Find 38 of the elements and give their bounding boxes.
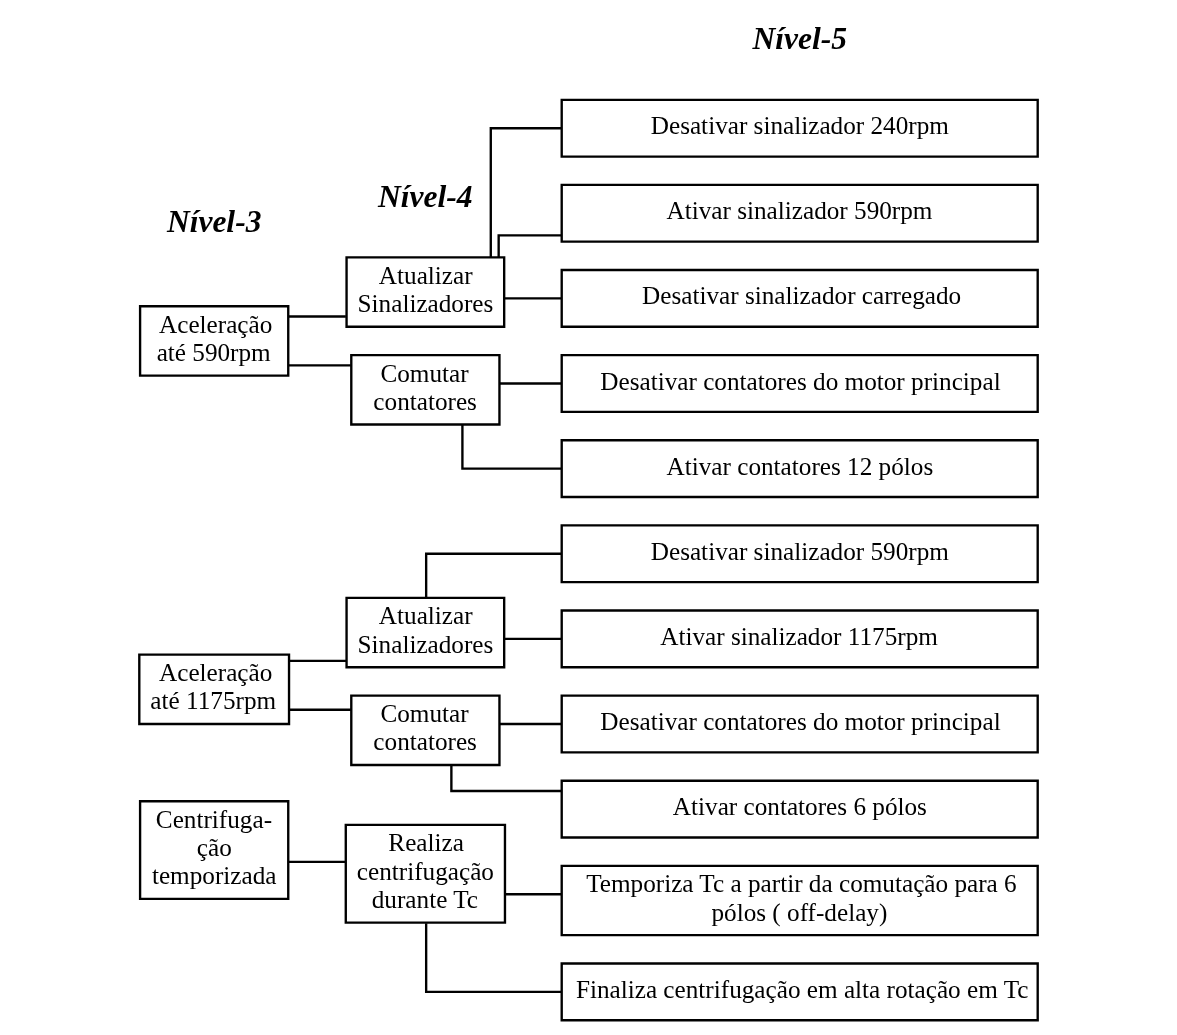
- node-box: Finaliza centrifugação em alta rotação em Tc: [560, 962, 1039, 1022]
- node-box: Centrifuga- ção temporizada: [138, 800, 290, 901]
- connector: [288, 315, 346, 318]
- node-box: Temporiza Tc a partir da comutação para 6 pólos ( off-delay): [560, 864, 1039, 937]
- node-box: Comutar contatores: [350, 354, 501, 426]
- connector: [450, 765, 562, 793]
- connector: [289, 659, 347, 663]
- connector: [425, 552, 562, 598]
- connector: [461, 424, 562, 470]
- connector: [504, 637, 562, 641]
- connector: [499, 722, 562, 726]
- node-box: Realiza centrifugação durante Tc: [344, 823, 507, 924]
- node-box: Aceleração até 1175rpm: [138, 653, 291, 726]
- connector: [289, 708, 352, 711]
- node-box: Aceleração até 590rpm: [138, 305, 290, 377]
- label: Nível-4: [378, 179, 473, 214]
- node-box: Atualizar Sinalizadores: [345, 256, 506, 328]
- connector: [497, 234, 562, 258]
- node-box: Ativar sinalizador 590rpm: [560, 183, 1039, 243]
- label: Nível-5: [752, 21, 847, 57]
- connector: [504, 297, 562, 300]
- connector: [288, 364, 351, 367]
- connector: [288, 860, 346, 864]
- node-box: Atualizar Sinalizadores: [345, 596, 506, 669]
- connector: [499, 382, 562, 385]
- node-box: Desativar contatores do motor principal: [560, 694, 1039, 754]
- connector: [505, 893, 562, 896]
- node-box: Comutar contatores: [350, 694, 501, 767]
- node-box: Desativar contatores do motor principal: [560, 354, 1039, 414]
- connector: [489, 127, 562, 258]
- node-box: Desativar sinalizador carregado: [560, 268, 1039, 328]
- node-box: Desativar sinalizador 590rpm: [560, 524, 1039, 584]
- node-box: Ativar sinalizador 1175rpm: [560, 609, 1039, 669]
- connector: [425, 923, 562, 994]
- node-box: Desativar sinalizador 240rpm: [560, 98, 1039, 158]
- node-box: Ativar contatores 6 pólos: [560, 779, 1039, 839]
- label: Nível-3: [166, 204, 262, 240]
- node-box: Ativar contatores 12 pólos: [560, 439, 1039, 499]
